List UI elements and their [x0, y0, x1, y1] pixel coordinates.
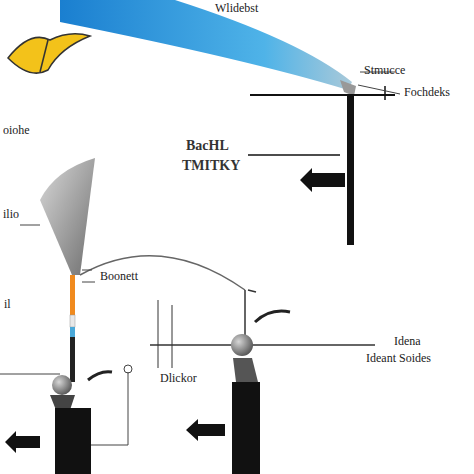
blue-cone [60, 0, 352, 90]
leader-line [128, 372, 129, 445]
leader-line [20, 225, 40, 226]
terminal [124, 365, 132, 373]
part-label: oiohe [3, 124, 30, 137]
pole-segment [70, 275, 75, 315]
base-block [55, 408, 91, 474]
part-label: TMITKY [182, 158, 240, 173]
part-label: Stmucce [364, 64, 405, 77]
pivot-ball [52, 375, 72, 395]
leader-line [248, 154, 340, 156]
part-label: ilio [3, 208, 19, 221]
part-label: Ideant Soides [366, 352, 431, 365]
leader-line [0, 374, 60, 375]
leader-line [82, 282, 95, 283]
leader-line [358, 85, 400, 94]
arrow-left [186, 419, 225, 441]
pivot-ball [231, 334, 253, 356]
leader-line [82, 270, 92, 271]
base-joint [50, 395, 75, 410]
tether-line [80, 256, 245, 290]
leader-line [91, 445, 128, 446]
part-label: Boonett [100, 270, 138, 283]
part-label: BacHL [186, 138, 229, 153]
base-joint [233, 358, 258, 382]
kite-spar [40, 40, 48, 72]
rotation-mark [88, 372, 112, 380]
pole-segment [70, 327, 75, 337]
crossbar [150, 344, 375, 346]
mast [244, 290, 246, 335]
grey-cone [40, 158, 95, 275]
leader-line [158, 300, 159, 368]
kite-shape [8, 34, 90, 73]
arrow-left [5, 431, 40, 453]
tick [384, 86, 386, 100]
arrow-left [300, 168, 345, 192]
leader-line [172, 305, 173, 368]
tick [248, 290, 256, 292]
rotation-mark [255, 311, 290, 322]
part-label: Dlickor [160, 372, 197, 385]
part-label: Wlidebst [215, 2, 258, 15]
part-label: il [4, 298, 11, 311]
mast [347, 95, 354, 245]
base-block [232, 382, 260, 474]
part-label: Idena [394, 335, 421, 348]
part-label: Fochdeks [404, 86, 450, 99]
crossbar [250, 94, 395, 96]
pole-segment [70, 337, 75, 382]
pole-segment [70, 315, 75, 327]
cone-tip [340, 80, 356, 96]
